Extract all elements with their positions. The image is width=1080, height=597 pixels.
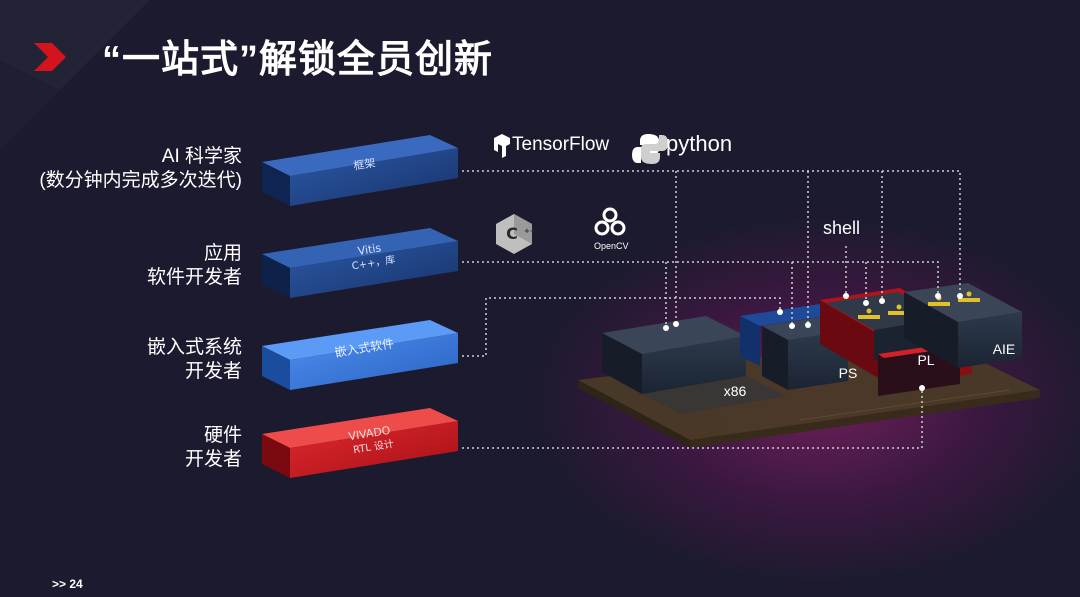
role-label-line1: 嵌入式系统 [146,337,242,358]
role-label-line1: AI 科学家 [161,146,242,167]
role-app-developer: 应用 软件开发者 [147,242,242,290]
python-icon [632,134,668,164]
role-label-line2: 软件开发者 [146,267,242,288]
block-embedded: 嵌入式软件 [262,320,458,390]
block-framework: 框架 [262,135,458,206]
block-label: Vitis [357,241,382,258]
logic-pattern-icon [858,304,910,319]
opencv-icon [594,207,626,236]
chip-label-aie: AIE [993,341,1016,357]
role-ai-scientist: AI 科学家 (数分钟内完成多次迭代) [39,145,242,193]
chip-label-x86: x86 [724,383,747,399]
role-label-line1: 硬件 [203,425,242,446]
block-vitis: Vitis C++，库 [262,228,458,298]
role-hardware-developer: 硬件 开发者 [185,424,242,472]
tensorflow-label: TensorFlow [512,134,610,155]
chip-label-pl: PL [917,352,934,368]
cpp-icon: C ++ [496,214,536,254]
role-label-line1: 应用 [203,243,242,264]
connector-lines [462,170,961,449]
role-label-line2: 开发者 [184,361,242,382]
python-label: python [666,131,733,156]
connector-vivado [462,388,923,449]
tensorflow-icon [494,134,510,158]
shell-label: shell [823,218,861,238]
svg-text:++: ++ [524,227,536,235]
chevron-logo-icon [34,43,66,71]
role-embedded-developer: 嵌入式系统 开发者 [147,336,242,384]
opencv-label: OpenCV [594,241,629,251]
connector-vitis [462,261,939,296]
role-label-line2: (数分钟内完成多次迭代) [39,170,242,191]
svg-text:C: C [506,224,518,243]
chip-x86: x86 [602,316,786,414]
chip-label-ps: PS [839,365,858,381]
page-number: >> 24 [52,577,83,591]
role-label-line2: 开发者 [184,449,242,470]
chip-pl: PL [820,288,972,396]
block-vivado: VIVADO RTL 设计 [262,408,458,478]
chip-aie: AIE [904,283,1022,368]
connector-endpoints [663,293,963,391]
connector-framework [462,170,961,296]
connector-embedded [462,297,781,357]
block-label: 框架 [353,156,377,172]
slide-title: “一站式”解锁全员创新 [102,39,494,81]
